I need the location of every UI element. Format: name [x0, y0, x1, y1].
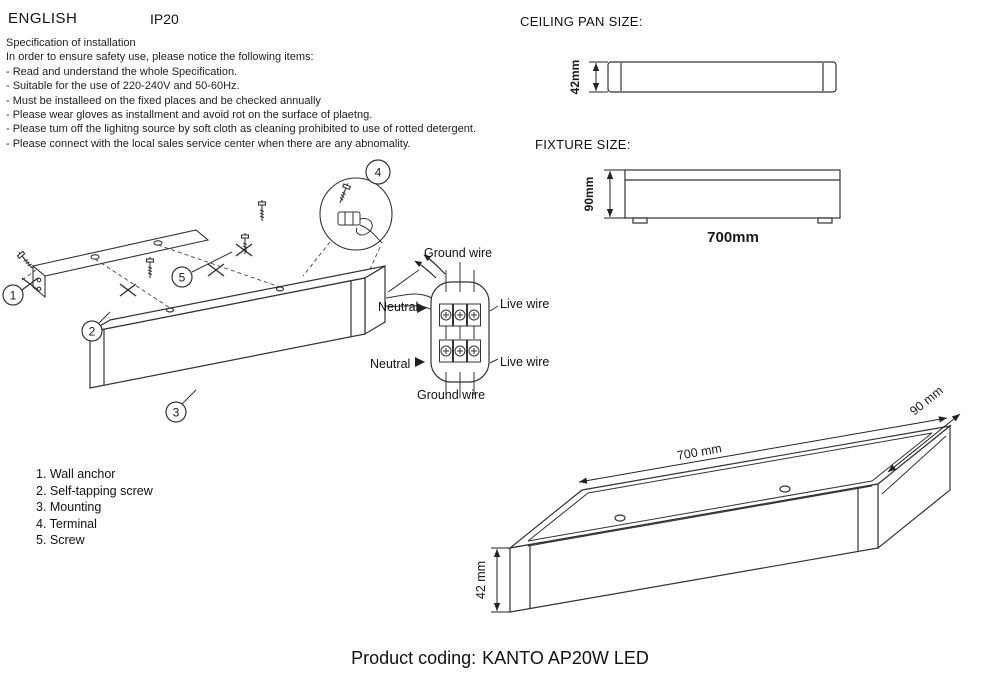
ceiling-pan-dimension: [589, 61, 608, 93]
callout-numbers: 1 2 3 4 5: [2, 159, 391, 423]
callout-4: 4: [375, 166, 382, 180]
ip-rating-label: IP20: [150, 11, 179, 27]
height-dimension-label: 42 mm: [474, 561, 488, 599]
spec-intro: In order to ensure safety use, please no…: [6, 51, 314, 64]
spec-item-4: - Please wear gloves as installment and …: [6, 109, 373, 122]
neutral-bottom-arrow: [415, 357, 425, 367]
fixture-size-diagram: 90mm 700mm: [582, 169, 841, 246]
installation-diagram: 1 2 3 4 5: [2, 159, 499, 423]
fixture-outline: [624, 169, 841, 224]
alignment-dashes: [21, 241, 381, 309]
terminal-detail-callout: [319, 177, 393, 251]
spec-item-3: - Must be installeed on the fixed places…: [6, 94, 321, 107]
callout-5: 5: [179, 271, 186, 285]
live-wire-top-label: Live wire: [500, 297, 550, 311]
part-5: 5. Screw: [36, 533, 85, 548]
part-4: 4. Terminal: [36, 516, 97, 531]
length-dimension-label: 700 mm: [676, 441, 723, 463]
callout-2: 2: [89, 325, 96, 339]
spec-item-5: - Please tum off the lighitng source by …: [6, 123, 477, 136]
neutral-top-label: Neutral: [378, 300, 419, 314]
fixture-wires: [385, 269, 433, 311]
ceiling-pan-height-label: 42mm: [568, 60, 582, 95]
product-coding-label: Product coding:: [351, 648, 477, 668]
spec-item-2: - Suitable for the use of 220-240V and 5…: [6, 80, 240, 93]
fixture-size-title: FIXTURE SIZE:: [535, 137, 631, 152]
part-2: 2. Self-tapping screw: [36, 483, 153, 498]
live-wire-bottom-label: Live wire: [500, 355, 550, 369]
part-1: 1. Wall anchor: [36, 467, 116, 481]
ground-wire-top-label: Ground wire: [424, 246, 493, 260]
parts-list: 1. Wall anchor 2. Self-tapping screw 3. …: [36, 466, 153, 549]
ceiling-pan-outline: [607, 61, 837, 93]
language-label: ENGLISH: [8, 10, 78, 27]
fixture-height-label: 90mm: [582, 177, 596, 212]
ground-wire-bottom-label: Ground wire: [417, 388, 486, 402]
callout-leaders: [98, 251, 233, 405]
product-name: KANTO AP20W LED: [482, 648, 649, 668]
perspective-drawing: 700 mm 90 mm 42 mm: [474, 383, 961, 613]
depth-dimension-label: 90 mm: [907, 383, 945, 418]
spec-title: Specification of installation: [6, 37, 136, 49]
spec-item-1: - Read and understand the whole Specific…: [6, 65, 238, 78]
part-3: 3. Mounting: [36, 500, 102, 515]
neutral-top-arrow: [417, 303, 427, 313]
fixture-3d-body: [507, 424, 953, 613]
specification-block: Specification of installation In order t…: [6, 36, 476, 151]
fixture-body: [89, 264, 386, 389]
ground-wire-arrows: [414, 254, 446, 279]
ceiling-pan-title: CEILING PAN SIZE:: [520, 14, 643, 29]
callout-3: 3: [173, 406, 180, 420]
product-coding: Product coding:KANTO AP20W LED: [0, 648, 1000, 669]
fixture-height-dimension: [604, 169, 625, 219]
neutral-bottom-label: Neutral: [370, 357, 411, 371]
terminal-block: [415, 262, 499, 398]
ceiling-pan-diagram: 42mm: [568, 60, 837, 95]
callout-1: 1: [10, 289, 17, 303]
terminal-screws: [439, 303, 481, 363]
fixture-width-label: 700mm: [707, 229, 759, 246]
turn-marks: [21, 243, 253, 297]
dimension-lines-3d: [491, 413, 961, 613]
spec-item-6: - Please connect with the local sales se…: [6, 137, 411, 150]
